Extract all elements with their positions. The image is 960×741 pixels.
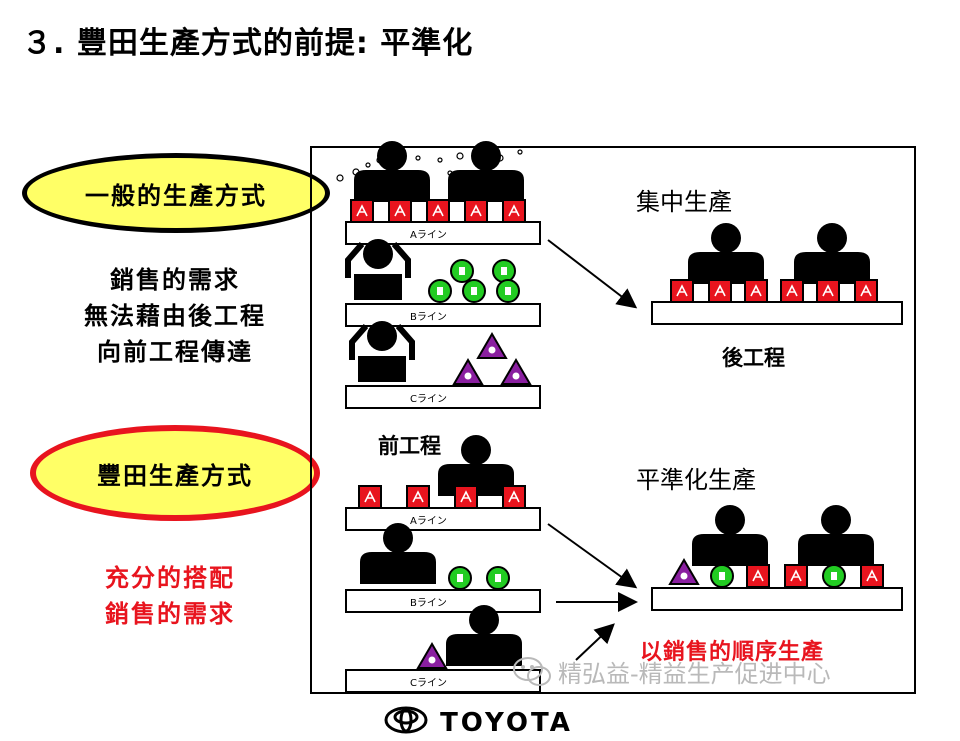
concentrated-production-label: 集中生產: [636, 188, 732, 216]
general-desc-line: 無法藉由後工程: [84, 302, 266, 330]
toyota-method-label: 豐田生產方式: [97, 461, 253, 490]
diagram-frame: [310, 146, 916, 694]
upstream-process-label: 前工程: [378, 434, 441, 458]
toyota-description: 充分的搭配 銷售的需求: [40, 560, 300, 632]
line-label-c: Cライン: [410, 677, 447, 689]
toyota-method-oval: 豐田生產方式: [30, 425, 320, 521]
sales-order-production-label: 以銷售的順序生產: [640, 640, 825, 665]
arrow-lower-a: [547, 523, 638, 589]
toyota-emblem-icon: [384, 706, 428, 741]
upper-a-line: [345, 141, 541, 245]
downstream-leveled: [651, 505, 903, 611]
arrow-upper: [547, 239, 638, 309]
watermark-text: 精弘益-精益生产促进中心: [558, 660, 831, 688]
toyota-logo-text: TOYOTA: [440, 708, 573, 738]
line-label-a: Aライン: [410, 229, 447, 241]
toyota-desc-line: 充分的搭配: [105, 564, 235, 592]
lower-c-line: [345, 605, 541, 693]
arrow-lower-c: [575, 623, 615, 661]
line-label-a: Aライン: [410, 515, 447, 527]
downstream-concentrated: [651, 223, 903, 325]
general-method-label: 一般的生產方式: [85, 181, 267, 210]
toyota-desc-line: 銷售的需求: [105, 600, 235, 628]
line-label-b: Bライン: [410, 597, 447, 609]
general-method-oval: 一般的生產方式: [22, 153, 330, 233]
general-desc-line: 向前工程傳達: [97, 338, 253, 366]
line-label-c: Cライン: [410, 393, 447, 405]
upper-b-line: [345, 239, 541, 327]
leveled-production-label: 平準化生產: [636, 466, 756, 494]
page-title: ３. 豐田生產方式的前提: 平準化: [22, 26, 474, 61]
upper-c-line: [345, 321, 541, 409]
toyota-logo: TOYOTA: [384, 706, 573, 741]
production-diagram: Aライン Bライン Cライン Aライン Bライン Cライン: [336, 141, 903, 693]
general-desc-line: 銷售的需求: [110, 266, 240, 294]
line-label-b: Bライン: [410, 311, 447, 323]
downstream-process-label: 後工程: [722, 346, 785, 370]
watermark: 精弘益-精益生产促进中心: [512, 654, 831, 689]
chat-bubble-icon: [512, 655, 552, 689]
lower-b-line: [345, 523, 541, 613]
general-description: 銷售的需求 無法藉由後工程 向前工程傳達: [30, 262, 320, 370]
